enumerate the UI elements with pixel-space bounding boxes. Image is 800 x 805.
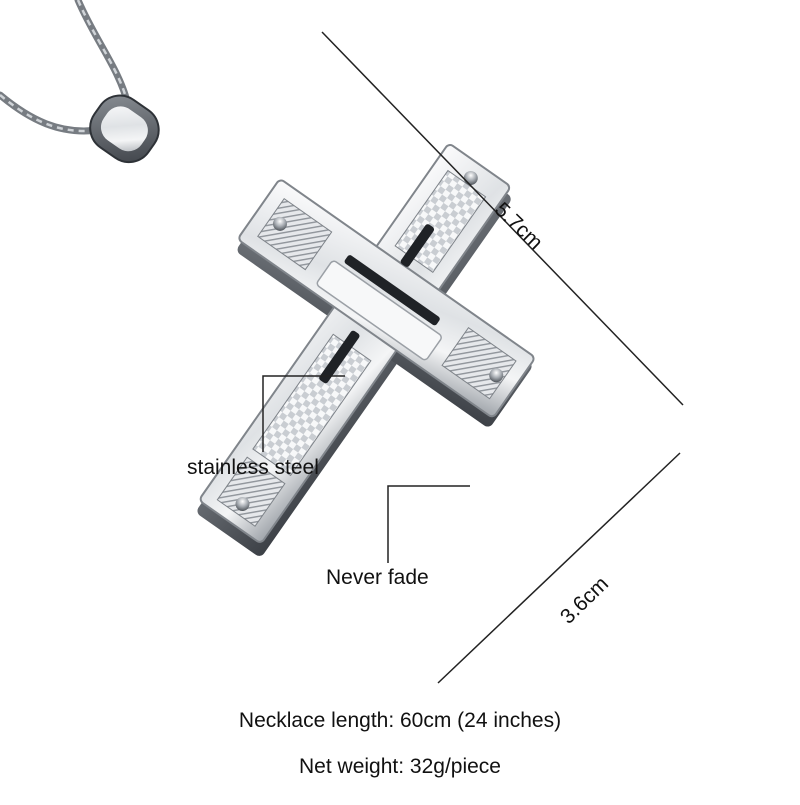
material-callout-line bbox=[262, 375, 345, 452]
bail bbox=[89, 94, 160, 164]
necklace-length-spec: Necklace length: 60cm (24 inches) bbox=[238, 709, 562, 732]
feature-callout-line bbox=[387, 485, 470, 563]
width-dimension-line bbox=[437, 452, 681, 684]
height-dimension-line bbox=[321, 31, 684, 406]
cross-front bbox=[199, 144, 535, 543]
feature-label: Never fade bbox=[326, 566, 429, 589]
chain-links bbox=[0, 0, 130, 133]
net-weight-spec: Net weight: 32g/piece bbox=[299, 755, 501, 778]
material-label: stainless steel bbox=[187, 456, 319, 479]
